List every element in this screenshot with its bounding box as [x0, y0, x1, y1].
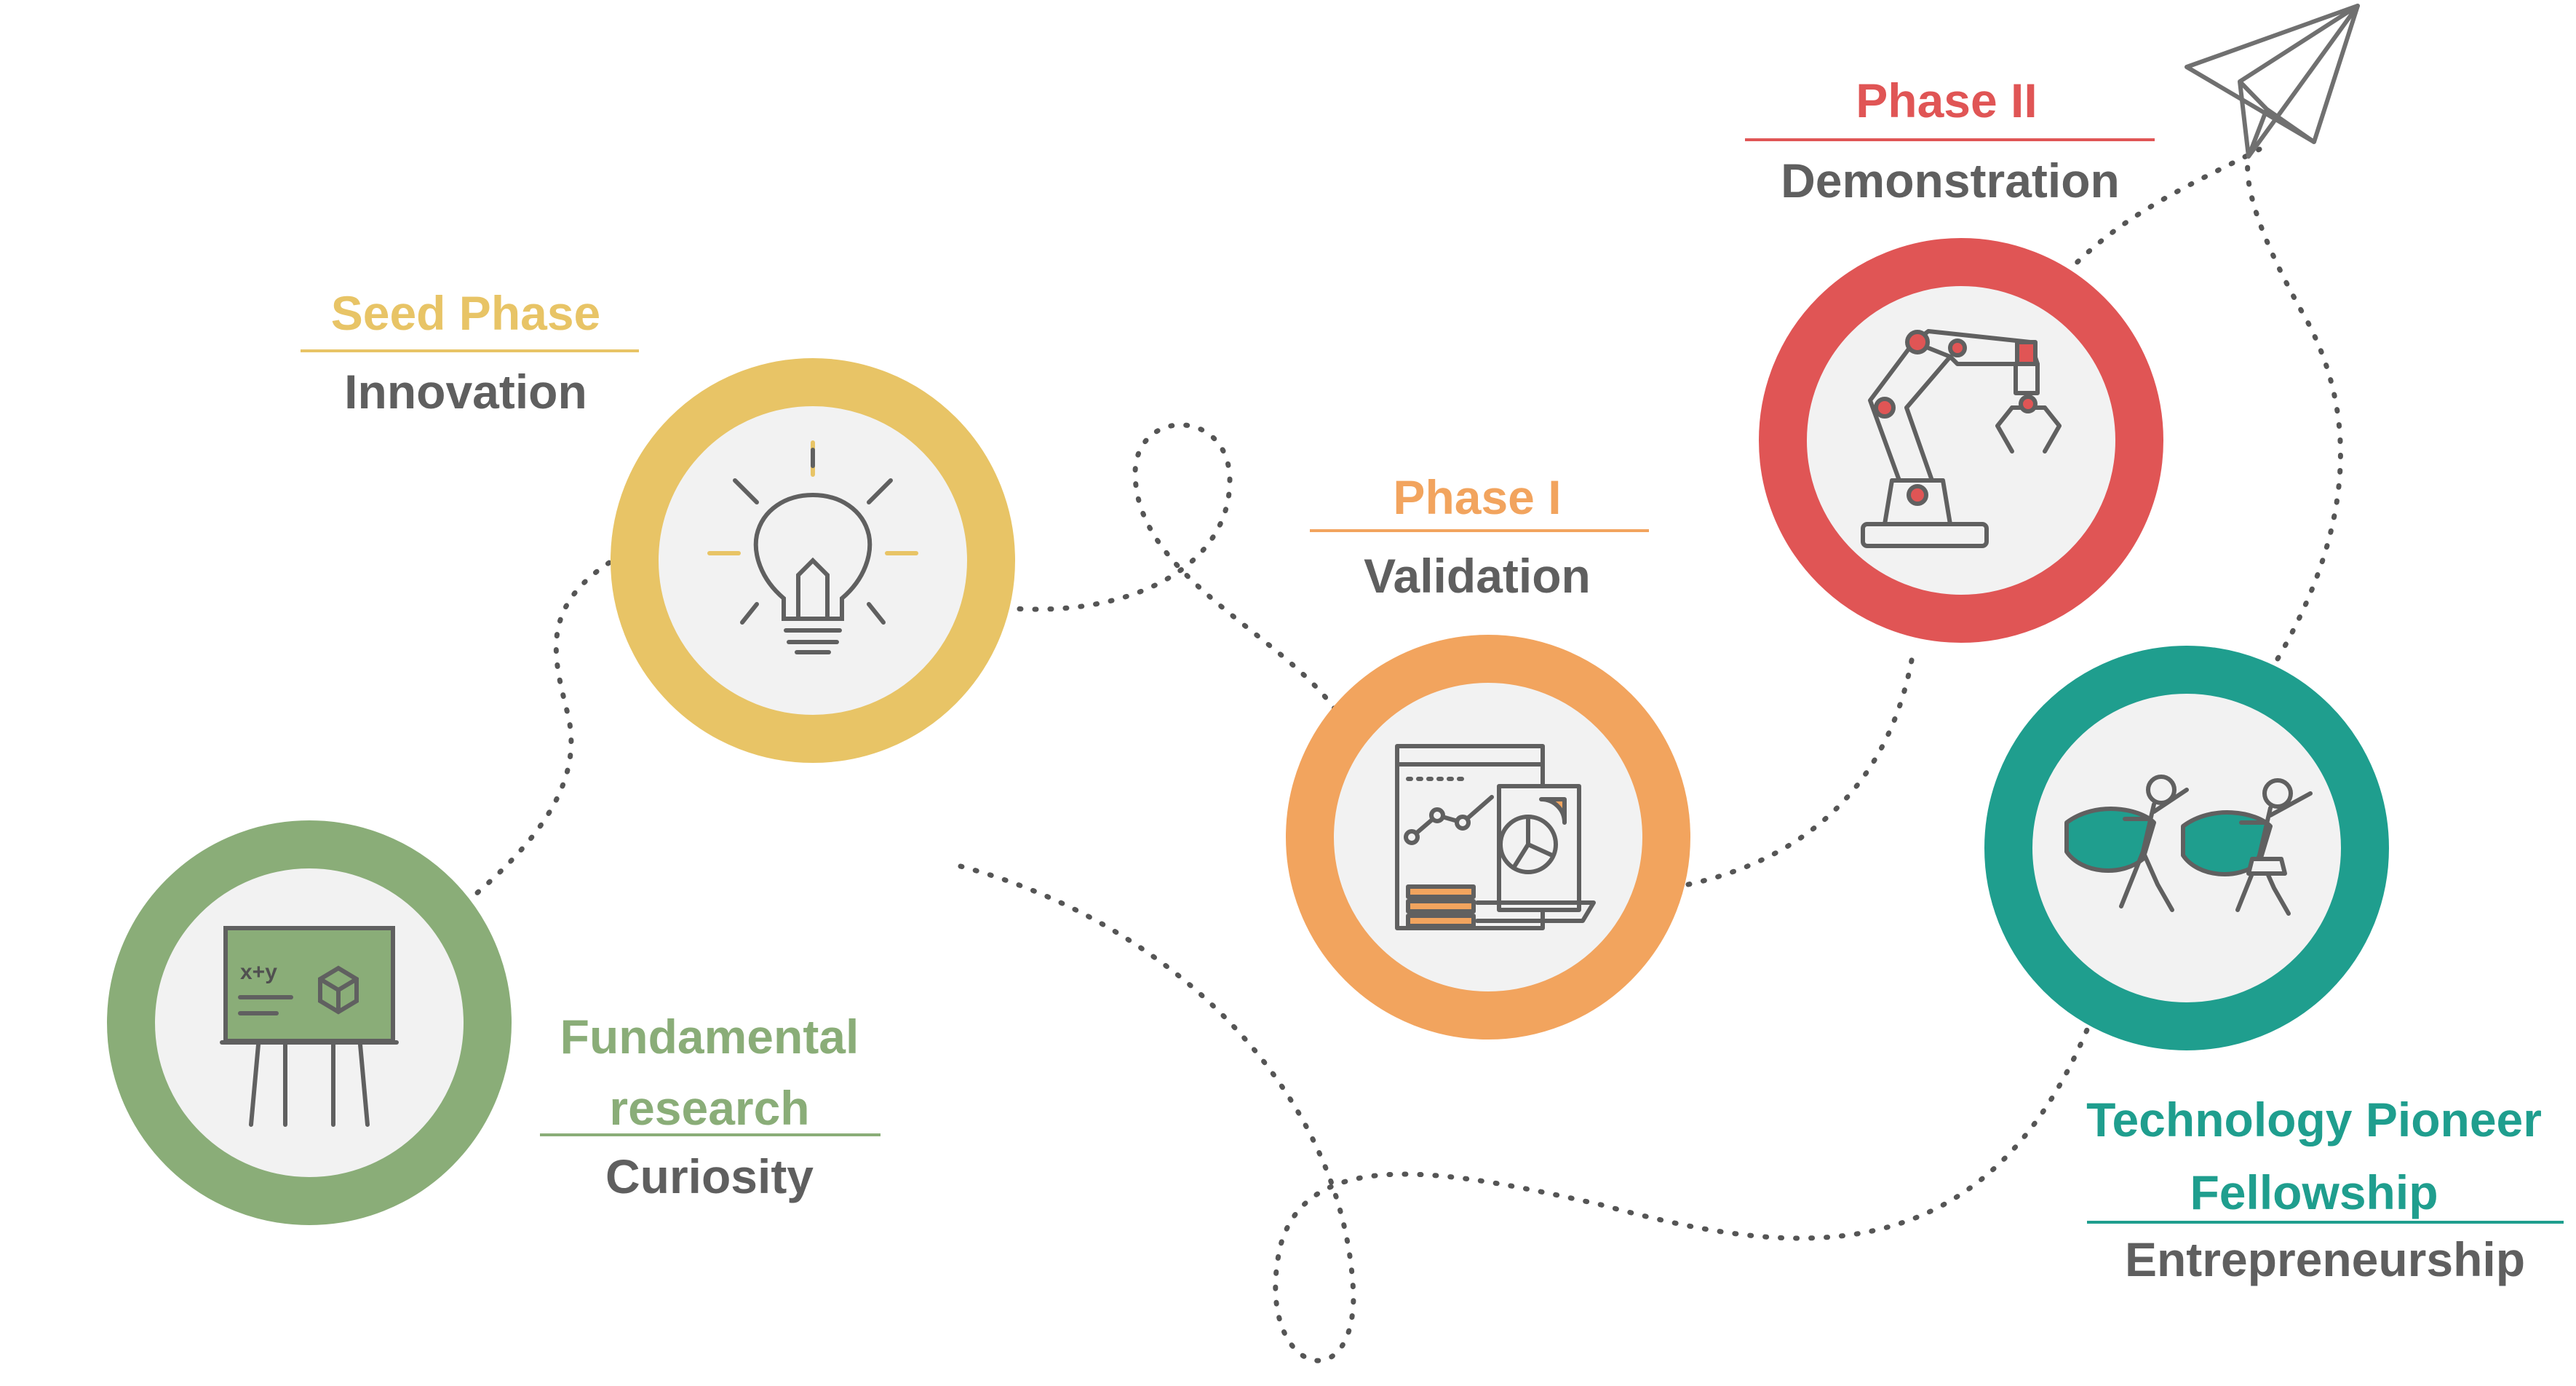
stage-subtitle-phase2: Demonstration	[1781, 154, 2120, 207]
dotted-path-phase2-to-plane	[2064, 146, 2262, 276]
dotted-path-fundamental-to-seed	[463, 554, 621, 906]
stage-title-phase1: Phase I	[1393, 470, 1562, 524]
stage-subtitle-seed: Innovation	[344, 365, 587, 419]
stage-title-fundamental-line1: Fundamental	[560, 1010, 859, 1064]
stage-subtitle-fundamental: Curiosity	[605, 1149, 814, 1203]
stage-divider-fellowship	[2087, 1221, 2564, 1224]
robotic-arm-icon	[1861, 329, 2062, 548]
stage-divider-seed	[301, 349, 639, 352]
paper-plane-icon	[2185, 4, 2360, 159]
stage-subtitle-phase1: Validation	[1364, 549, 1591, 603]
stage-divider-phase1	[1310, 529, 1649, 532]
dotted-path-fellowship-to-plane	[2245, 154, 2343, 662]
stage-title-fundamental-line2: research	[609, 1081, 810, 1135]
stage-circle-fundamental: x+y	[107, 820, 512, 1225]
stage-divider-fundamental	[540, 1133, 880, 1136]
dotted-path-phase1-to-phase2	[1685, 645, 1917, 887]
lightbulb-icon	[707, 440, 918, 654]
stage-title-seed: Seed Phase	[330, 286, 601, 340]
stage-circle-phase1	[1286, 635, 1690, 1040]
stage-title-fundamental: Fundamental research	[535, 1001, 884, 1144]
stage-title-phase2: Phase II	[1856, 74, 2038, 127]
superheroes-icon	[2064, 775, 2313, 916]
stage-circle-fellowship	[1984, 646, 2389, 1050]
stage-title-fellowship: Technology Pioneer Fellowship	[2067, 1083, 2561, 1229]
stage-circle-phase2	[1759, 238, 2163, 643]
chalkboard-icon	[220, 926, 399, 1127]
dotted-path-seed-to-phase1	[1001, 422, 1338, 713]
stage-divider-phase2	[1745, 138, 2155, 141]
stage-title-fellowship-line2: Fellowship	[2190, 1165, 2438, 1219]
stage-subtitle-fellowship: Entrepreneurship	[2124, 1232, 2526, 1286]
stage-circle-seed	[611, 358, 1015, 763]
chalkboard-formula: x+y	[240, 960, 277, 984]
stage-title-fellowship-line1: Technology Pioneer	[2086, 1093, 2542, 1147]
dotted-path-loop-to-fellowship	[958, 863, 2091, 1363]
analytics-report-icon	[1395, 744, 1596, 930]
